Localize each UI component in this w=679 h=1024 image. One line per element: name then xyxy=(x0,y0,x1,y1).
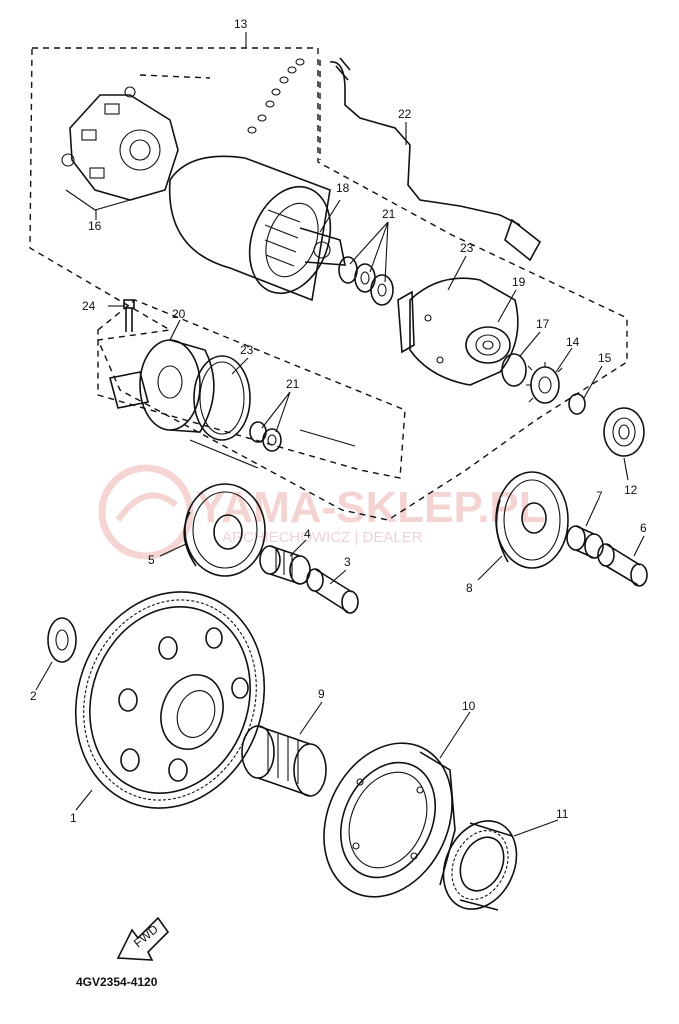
o-ring-17 xyxy=(501,353,527,387)
svg-text:FWD: FWD xyxy=(131,922,161,951)
washers-21-top xyxy=(338,256,394,306)
bearing-11 xyxy=(442,820,518,911)
label-8: 8 xyxy=(466,581,473,595)
shaft-3 xyxy=(306,568,359,614)
part-labels: 13 16 18 21 22 23 19 17 14 15 12 24 20 2… xyxy=(30,17,647,825)
label-16: 16 xyxy=(88,219,102,233)
o-ring-23 xyxy=(193,355,251,441)
lead-wire-22 xyxy=(329,57,542,262)
label-1: 1 xyxy=(70,811,77,825)
label-12: 12 xyxy=(624,483,638,497)
label-10: 10 xyxy=(462,699,476,713)
label-13: 13 xyxy=(234,17,248,31)
needle-bearing-9 xyxy=(241,725,327,797)
watermark: YAMA-SKLEP.PL ARCHIECHOWICZ | DEALER xyxy=(98,464,546,560)
idler-gear-8 xyxy=(495,471,569,569)
watermark-brand: YAMA-SKLEP.PL xyxy=(196,483,546,532)
watermark-logo xyxy=(98,464,194,560)
label-21b: 21 xyxy=(286,377,300,391)
label-24: 24 xyxy=(82,299,96,313)
circlip-15 xyxy=(568,393,586,415)
label-20: 20 xyxy=(172,307,186,321)
one-way-clutch-10 xyxy=(323,742,456,898)
bolt-24 xyxy=(123,299,135,332)
label-19: 19 xyxy=(512,275,526,289)
needle-bearing-4 xyxy=(259,545,311,585)
watermark-sub: ARCHIECHOWICZ | DEALER xyxy=(222,529,423,546)
bolts-column xyxy=(247,58,305,134)
leader-lines xyxy=(35,32,645,837)
gear-14 xyxy=(526,362,563,404)
sub-assembly-boundary xyxy=(97,299,406,479)
label-3: 3 xyxy=(344,555,351,569)
label-22: 22 xyxy=(398,107,412,121)
label-23b: 23 xyxy=(240,343,254,357)
washer-2 xyxy=(47,617,77,663)
washers-21-lower xyxy=(249,421,282,452)
starter-assembly-boundary xyxy=(29,47,628,521)
label-7: 7 xyxy=(596,489,603,503)
brush-holder-16 xyxy=(61,86,179,211)
bearing-12 xyxy=(603,407,645,457)
label-18: 18 xyxy=(336,181,350,195)
end-cover-19 xyxy=(397,277,519,386)
needle-bearing-7 xyxy=(566,525,604,559)
label-17: 17 xyxy=(536,317,550,331)
label-15: 15 xyxy=(598,351,612,365)
label-21a: 21 xyxy=(382,207,396,221)
label-2: 2 xyxy=(30,689,37,703)
label-4: 4 xyxy=(304,527,311,541)
diagram-code: 4GV2354-4120 xyxy=(76,975,158,989)
label-14: 14 xyxy=(566,335,580,349)
long-bolts xyxy=(189,429,356,469)
label-23a: 23 xyxy=(460,241,474,255)
label-5: 5 xyxy=(148,553,155,567)
label-9: 9 xyxy=(318,687,325,701)
starter-wheel-gear-1 xyxy=(74,591,266,809)
fwd-arrow-icon: FWD xyxy=(116,916,170,961)
label-11: 11 xyxy=(556,807,569,821)
shaft-6 xyxy=(597,543,648,587)
idler-gear-5 xyxy=(183,483,266,577)
starter-motor-18 xyxy=(168,155,346,302)
label-6: 6 xyxy=(640,521,647,535)
front-cover-20 xyxy=(109,339,215,433)
